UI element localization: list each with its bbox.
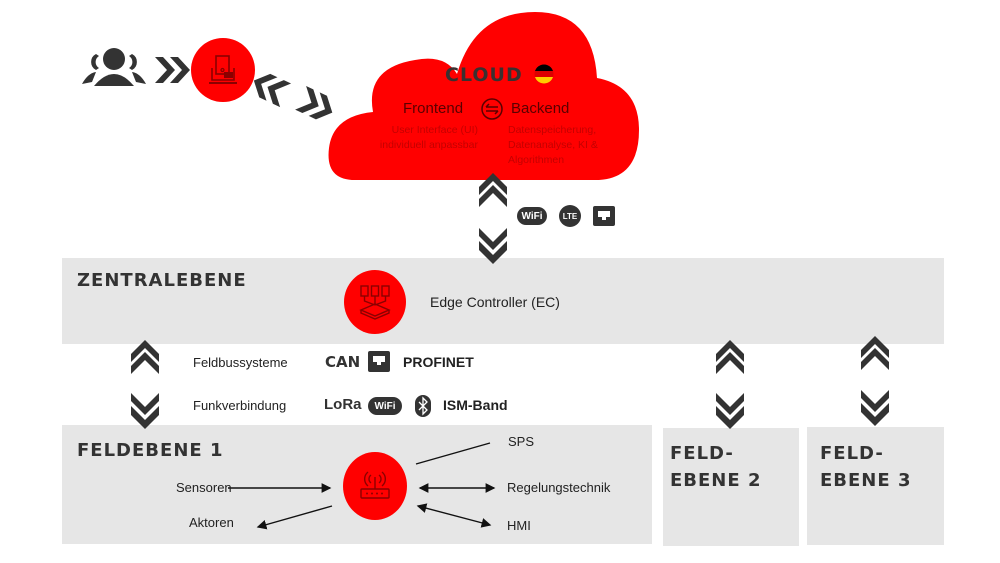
arrow-aktoren xyxy=(256,505,333,530)
can-icon: CAN xyxy=(325,353,361,371)
cloud-shape xyxy=(328,12,639,180)
frontend-desc-1: User Interface (UI) xyxy=(391,124,478,136)
double-chevron-right-icon xyxy=(155,57,190,83)
feldebene-3-title-line-1: FELD- xyxy=(820,443,884,464)
regelungstechnik-label: Regelungstechnik xyxy=(507,480,611,495)
feldebene-1-title: FELDEBENE 1 xyxy=(77,440,224,461)
arrow-hmi xyxy=(416,503,492,528)
device-node xyxy=(191,38,255,102)
bluetooth-icon xyxy=(415,395,431,417)
line-sps xyxy=(415,442,491,465)
zentralebene-panel xyxy=(62,258,944,344)
feldebene-2-title-line-2: EBENE 2 xyxy=(670,470,762,491)
edge-controller-label: Edge Controller (EC) xyxy=(430,294,560,310)
ethernet-port-icon xyxy=(593,206,615,226)
feldebene-2-panel xyxy=(663,428,799,546)
double-chevron-down-icon xyxy=(479,228,507,264)
profinet-label: PROFINET xyxy=(403,354,474,370)
aktoren-label: Aktoren xyxy=(189,515,234,530)
wireless-router-icon xyxy=(360,471,390,499)
feldebene-2-title: FELD- EBENE 2 xyxy=(670,440,761,494)
feldebene-3-title-line-2: EBENE 3 xyxy=(820,470,912,491)
double-chevron-up-icon xyxy=(716,340,744,374)
double-chevron-down-icon xyxy=(716,393,744,429)
wifi-icon: WiFi xyxy=(517,207,547,225)
feldebene-3-title: FELD- EBENE 3 xyxy=(820,440,911,494)
backend-desc-1: Datenspeicherung, xyxy=(508,124,597,136)
backend-desc-3: Algorithmen xyxy=(508,154,565,166)
hmi-label: HMI xyxy=(507,518,531,533)
users-group-icon xyxy=(82,48,146,86)
cloud-title: CLOUD xyxy=(445,64,523,86)
feldbus-label: Feldbussysteme xyxy=(193,355,288,370)
backend-label: Backend xyxy=(511,100,570,117)
feldebene-3-panel xyxy=(807,427,944,545)
double-chevron-up-icon xyxy=(861,336,889,370)
edge-controller-icon xyxy=(359,285,391,320)
sensoren-label: Sensoren xyxy=(176,480,232,495)
zentralebene-title: ZENTRALEBENE xyxy=(77,270,247,291)
lora-icon: LoRa xyxy=(324,396,362,413)
wifi-icon: WiFi xyxy=(368,397,402,415)
backend-desc-2: Datenanalyse, KI & xyxy=(508,139,598,151)
router-node xyxy=(343,452,407,520)
sync-arrows-icon xyxy=(481,98,503,120)
sps-label: SPS xyxy=(508,434,535,449)
double-chevron-up-icon xyxy=(131,340,159,374)
feldebene-2-title-line-1: FELD- xyxy=(670,443,734,464)
germany-flag-icon xyxy=(534,64,554,84)
tablet-laptop-icon xyxy=(209,55,237,84)
ethernet-port-icon xyxy=(368,351,390,372)
double-chevron-down-icon xyxy=(861,390,889,426)
funk-label: Funkverbindung xyxy=(193,398,287,413)
double-chevron-down-icon xyxy=(131,393,159,429)
double-chevron-left-icon xyxy=(253,73,292,108)
frontend-label: Frontend xyxy=(403,100,464,117)
lte-icon: LTE xyxy=(559,205,581,227)
ism-band-label: ISM-Band xyxy=(443,397,508,413)
double-chevron-right-diagonal-icon xyxy=(295,86,333,120)
edge-controller-node xyxy=(344,270,406,334)
double-chevron-up-icon xyxy=(479,173,507,207)
frontend-desc-2: individuell anpassbar xyxy=(379,139,478,151)
